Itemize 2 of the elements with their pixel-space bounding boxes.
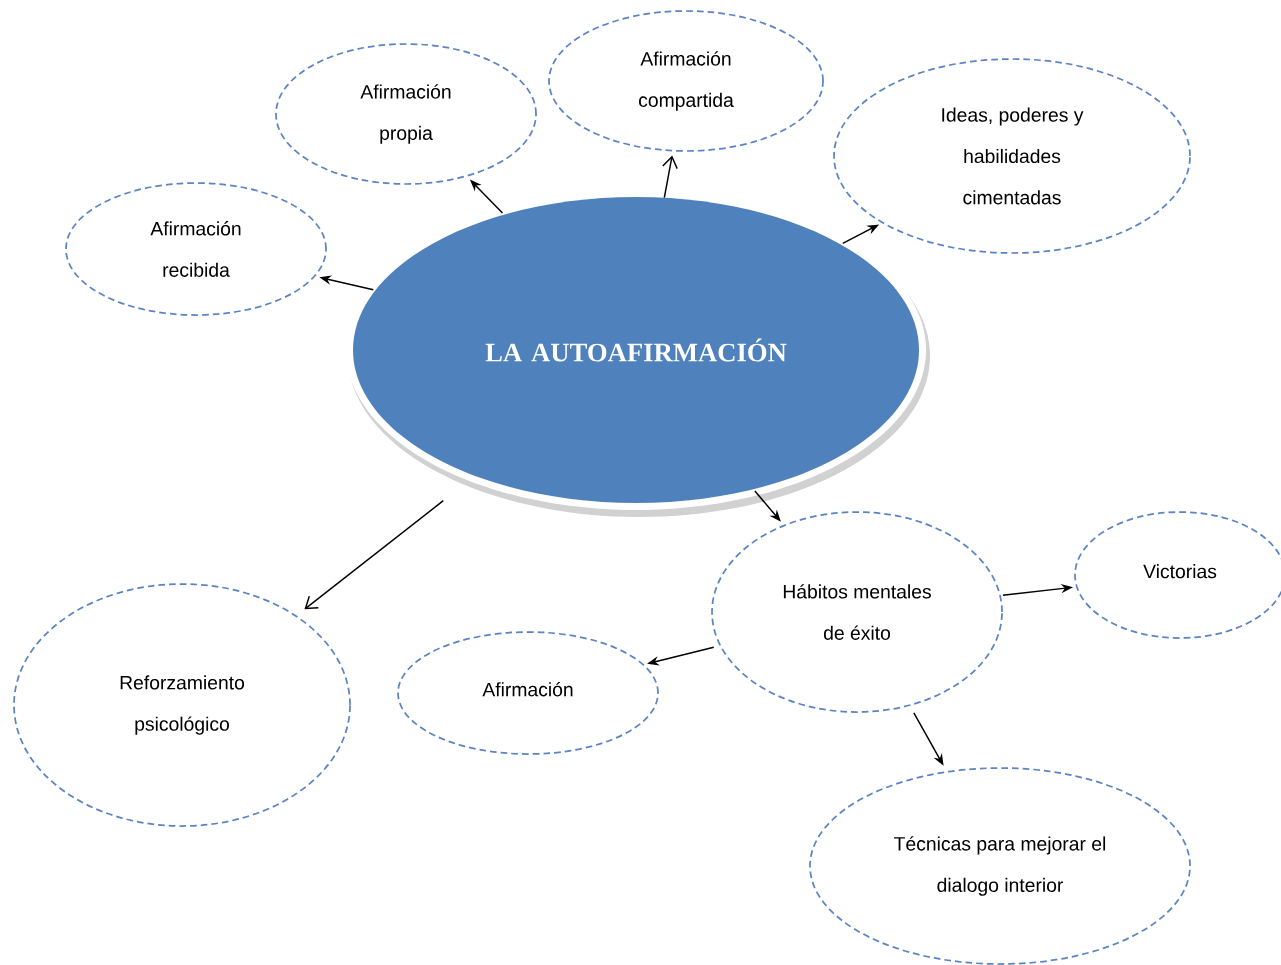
arrow — [662, 155, 678, 199]
arrow — [304, 499, 445, 610]
